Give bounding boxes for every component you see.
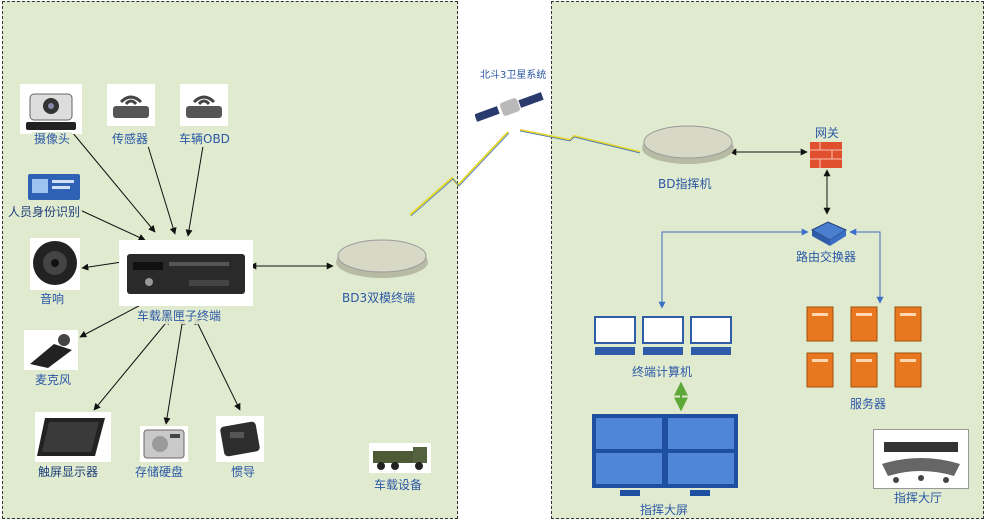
control-room-icon (882, 442, 960, 483)
storage-device (140, 426, 188, 462)
storage-link (163, 317, 186, 425)
sensor-arrow (147, 145, 177, 235)
computer-monitors-icon (594, 316, 732, 355)
inertial-device (216, 416, 264, 462)
identity-arrow (79, 209, 146, 241)
switch-icon (810, 221, 848, 246)
inertial-label: 惯导 (229, 465, 258, 480)
obd-arrow (185, 145, 204, 237)
inertial-link (194, 317, 241, 411)
touchscreen-device (35, 412, 111, 462)
dvr-box-icon (127, 254, 245, 294)
vehicle-equipment-label: 车载设备 (372, 478, 425, 493)
servers-device (805, 305, 925, 391)
sensor-label: 传感器 (110, 132, 151, 147)
big-screen-device (590, 412, 740, 498)
wireless-downlink (519, 129, 641, 153)
touchscreen-link (93, 317, 171, 411)
bd-machine-device (640, 122, 736, 168)
camera-icon (26, 93, 76, 130)
camera-device (20, 84, 82, 134)
terminal-label: 车载黑匣子终端 (135, 309, 224, 324)
antenna-dome-icon (336, 239, 428, 278)
microphone-icon (30, 334, 72, 368)
satellite-device (474, 90, 545, 124)
vehicle-equipment-device (369, 443, 431, 473)
server-rack-icon (806, 306, 922, 388)
firewall-icon (810, 142, 842, 168)
sensor-icon (113, 95, 149, 118)
dual-mode-device (334, 236, 430, 282)
microphone-device (24, 330, 78, 370)
identity-device (28, 174, 80, 200)
storage-label: 存储硬盘 (133, 465, 186, 480)
router-computers-link (658, 228, 809, 309)
video-wall-icon (592, 414, 738, 496)
speaker-device (30, 238, 80, 290)
id-card-icon (28, 174, 80, 200)
inertial-module-icon (220, 421, 260, 457)
hard-disk-icon (143, 429, 185, 459)
obd-device (180, 84, 228, 126)
obd-icon (186, 95, 222, 118)
tablet-icon (37, 418, 105, 456)
router-servers-link (849, 228, 884, 304)
speaker-arrow (81, 261, 123, 271)
sensor-device (107, 84, 155, 126)
hall-device (873, 429, 969, 489)
hall-label: 指挥大厅 (892, 491, 945, 506)
satellite-icon (474, 92, 544, 122)
truck-icon (373, 447, 427, 470)
antenna-dome-icon (642, 125, 734, 164)
router-device (808, 218, 848, 246)
speaker-icon (33, 241, 77, 285)
wireless-uplink (409, 131, 509, 216)
gateway-label: 网关 (813, 126, 842, 141)
gateway-device (808, 140, 844, 170)
microphone-label: 麦克风 (33, 373, 74, 388)
terminal-device (119, 240, 253, 306)
speaker-label: 音响 (38, 292, 67, 307)
satellite-label: 北斗3卫星系统 (480, 70, 547, 81)
computers-device (593, 315, 733, 359)
identity-label: 人员身份识别 (6, 205, 83, 220)
big-screen-label: 指挥大屏 (638, 503, 691, 518)
camera-label: 摄像头 (32, 132, 73, 147)
touchscreen-label: 触屏显示器 (36, 465, 101, 480)
camera-arrow (71, 131, 156, 233)
computers-label: 终端计算机 (630, 365, 695, 380)
servers-label: 服务器 (848, 397, 889, 412)
router-label: 路由交换器 (794, 250, 859, 265)
bd-machine-label: BD指挥机 (656, 177, 714, 192)
obd-label: 车辆OBD (177, 132, 232, 147)
dual-mode-label: BD3双模终端 (340, 291, 418, 306)
